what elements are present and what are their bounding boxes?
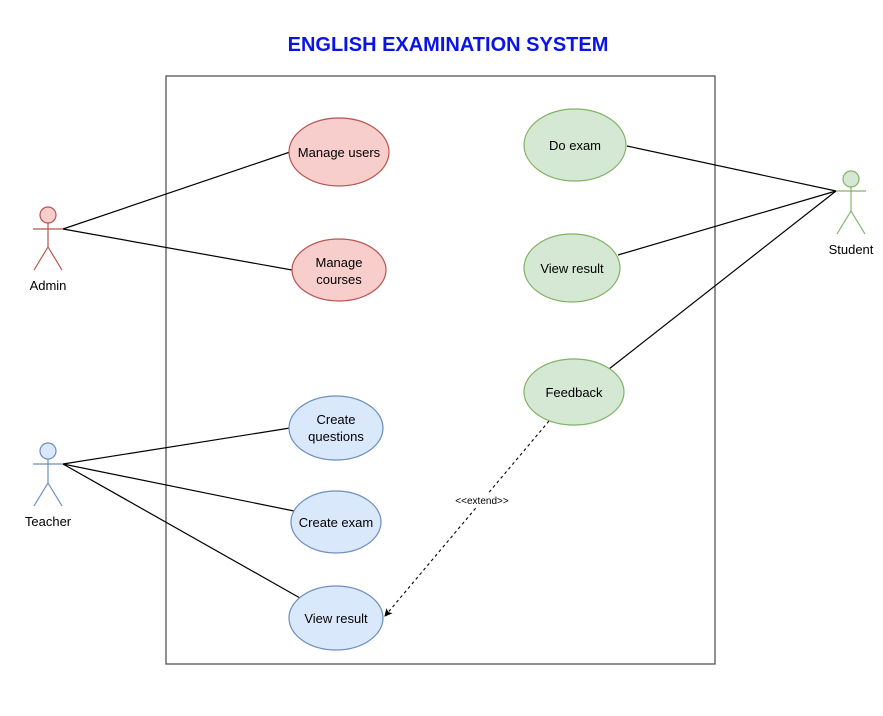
- use-case-do-exam[interactable]: Do exam: [523, 108, 627, 182]
- use-case-create-exam[interactable]: Create exam: [290, 490, 382, 554]
- association-admin-manage-users: [62, 151, 291, 230]
- use-case-create-questions[interactable]: Create questions: [288, 395, 384, 461]
- actor-teacher-label: Teacher: [25, 514, 72, 529]
- use-case-do-exam-label: Do exam: [549, 138, 601, 153]
- association-admin-manage-courses: [62, 228, 293, 271]
- associations: [62, 145, 837, 599]
- use-case-manage-courses[interactable]: Manage courses: [291, 238, 387, 302]
- use-case-create-exam-label: Create exam: [299, 515, 373, 530]
- extend-relationship: <<extend>>: [384, 420, 550, 617]
- extend-label: <<extend>>: [455, 496, 509, 507]
- use-case-manage-users-label: Manage users: [298, 145, 381, 160]
- use-case-manage-courses-label-line1: Manage: [316, 255, 363, 270]
- use-case-create-questions-label-line1: Create: [316, 412, 355, 427]
- actor-student-label: Student: [829, 242, 874, 257]
- use-case-student-view-result[interactable]: View result: [523, 233, 621, 303]
- use-case-create-questions-label-line2: questions: [308, 429, 364, 444]
- use-case-feedback-label: Feedback: [545, 385, 603, 400]
- actor-admin[interactable]: [33, 206, 63, 271]
- association-teacher-view-result: [62, 463, 301, 599]
- association-student-feedback: [608, 190, 837, 370]
- use-case-manage-users[interactable]: Manage users: [288, 117, 390, 187]
- actor-teacher-head: [39, 442, 57, 460]
- actor-student[interactable]: [836, 170, 866, 235]
- association-student-do-exam: [626, 145, 837, 192]
- system-boundary: [165, 75, 716, 665]
- actor-admin-label: Admin: [30, 278, 67, 293]
- extend-label-bg: [449, 493, 515, 508]
- actor-teacher[interactable]: [33, 442, 63, 507]
- use-case-teacher-view-result[interactable]: View result: [288, 585, 384, 651]
- use-case-teacher-view-result-label: View result: [304, 611, 368, 626]
- extend-line: [384, 420, 550, 617]
- actor-student-head: [842, 170, 860, 188]
- use-case-manage-courses-label-line2: courses: [316, 272, 362, 287]
- actor-admin-head: [39, 206, 57, 224]
- association-student-view-result: [617, 190, 837, 256]
- association-teacher-create-exam: [62, 463, 295, 512]
- association-teacher-create-questions: [62, 427, 291, 465]
- use-case-feedback[interactable]: Feedback: [523, 358, 625, 426]
- use-case-student-view-result-label: View result: [540, 261, 604, 276]
- diagram-title: ENGLISH EXAMINATION SYSTEM: [287, 34, 609, 56]
